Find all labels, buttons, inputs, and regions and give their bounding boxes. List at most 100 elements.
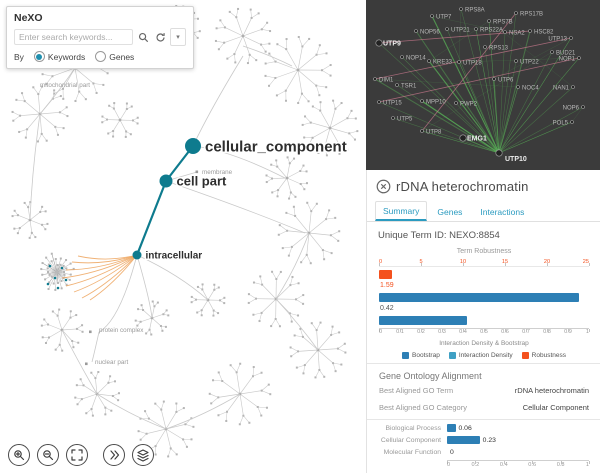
zoom-in-button[interactable] bbox=[8, 444, 30, 466]
gene-node-pol5[interactable] bbox=[570, 120, 574, 124]
gene-node-nop6[interactable] bbox=[581, 105, 585, 109]
gene-label[interactable]: UTP8 bbox=[426, 129, 442, 135]
ontology-node-label-cell-part[interactable]: cell part bbox=[175, 172, 229, 190]
gene-label[interactable]: NOC4 bbox=[522, 85, 539, 91]
refresh-icon[interactable] bbox=[153, 30, 167, 44]
gene-node-utp18[interactable] bbox=[457, 60, 461, 64]
gene-label[interactable]: PWP2 bbox=[460, 101, 478, 107]
gene-node-rps13[interactable] bbox=[483, 45, 487, 49]
gene-label[interactable]: POL5 bbox=[553, 120, 569, 126]
gene-label[interactable]: UTP9 bbox=[383, 40, 401, 47]
fit-view-button[interactable] bbox=[66, 444, 88, 466]
gene-node-kre33[interactable] bbox=[427, 59, 431, 63]
unique-term-id: Unique Term ID: NEXO:8854 bbox=[367, 222, 600, 243]
gene-label[interactable]: RPS8A bbox=[465, 7, 485, 13]
zoom-out-button[interactable] bbox=[37, 444, 59, 466]
gene-label[interactable]: UTP18 bbox=[463, 60, 482, 66]
gene-node-nsa2[interactable] bbox=[503, 30, 507, 34]
gene-label[interactable]: RPS7B bbox=[493, 19, 513, 25]
gene-node-bud21[interactable] bbox=[550, 50, 554, 54]
close-icon[interactable] bbox=[376, 179, 391, 194]
gene-label[interactable]: NOP56 bbox=[420, 29, 440, 35]
tab-interactions[interactable]: Interactions bbox=[472, 201, 533, 221]
gene-label[interactable]: MPP10 bbox=[426, 99, 446, 105]
gene-label[interactable]: NOP1 bbox=[559, 56, 576, 62]
axis-tick bbox=[589, 461, 590, 464]
gene-label[interactable]: DIM1 bbox=[379, 77, 394, 83]
expand-collapse-button[interactable] bbox=[103, 444, 125, 466]
gene-label[interactable]: UTP6 bbox=[498, 77, 514, 83]
gene-node-nan1[interactable] bbox=[571, 85, 575, 89]
gene-node-nop56[interactable] bbox=[414, 29, 418, 33]
gene-node-noc4[interactable] bbox=[516, 85, 520, 89]
gene-label[interactable]: NOP6 bbox=[563, 105, 580, 111]
gene-node-utp5[interactable] bbox=[391, 116, 395, 120]
gene-node-emg1[interactable] bbox=[459, 134, 467, 142]
gene-label[interactable]: UTP15 bbox=[383, 100, 402, 106]
gene-node-pwp2[interactable] bbox=[454, 101, 458, 105]
radio-genes-control[interactable] bbox=[95, 51, 107, 62]
tab-genes[interactable]: Genes bbox=[429, 201, 471, 221]
axis-tick-label: 0.7 bbox=[522, 329, 530, 335]
gene-node-utp22[interactable] bbox=[514, 59, 518, 63]
gene-label[interactable]: UTP5 bbox=[397, 116, 413, 122]
axis-tick bbox=[484, 329, 485, 332]
search-input[interactable] bbox=[14, 29, 133, 45]
gene-node-utp15[interactable] bbox=[377, 100, 381, 104]
gene-node-dim1[interactable] bbox=[373, 77, 377, 81]
gene-label[interactable]: RPS13 bbox=[489, 45, 509, 51]
gene-label[interactable]: UTP13 bbox=[548, 36, 567, 42]
gene-label[interactable]: RPS22A bbox=[480, 27, 503, 33]
dropdown-caret-icon[interactable]: ▾ bbox=[170, 28, 186, 46]
gene-node-utp13[interactable] bbox=[569, 36, 573, 40]
gene-node-rps22a[interactable] bbox=[474, 27, 478, 31]
layers-button[interactable] bbox=[132, 444, 154, 466]
ontology-node-label-cellular-component[interactable]: cellular_component bbox=[204, 137, 349, 157]
gene-label[interactable]: UTP7 bbox=[436, 14, 452, 20]
gene-label[interactable]: UTP10 bbox=[505, 156, 527, 163]
gene-node-utp6[interactable] bbox=[492, 77, 496, 81]
gene-label[interactable]: UTP22 bbox=[520, 59, 539, 65]
gene-label[interactable]: TSR1 bbox=[401, 83, 417, 89]
gene-node-nop1[interactable] bbox=[577, 56, 581, 60]
interaction-network-panel[interactable]: UTP7 RPS8A RPS17B RPS7B NOP56 UTP21 RPS22A NSA2… bbox=[366, 0, 600, 170]
ontology-node-label-intracellular[interactable]: intracellular bbox=[144, 249, 204, 263]
gene-label[interactable]: NSA2 bbox=[509, 30, 525, 36]
gene-label[interactable]: KRE33 bbox=[433, 59, 453, 65]
tab-summary[interactable]: Summary bbox=[375, 201, 428, 221]
gene-label[interactable]: HSC82 bbox=[534, 29, 554, 35]
gene-label[interactable]: RPS17B bbox=[520, 11, 543, 17]
gene-node-utp21[interactable] bbox=[445, 27, 449, 31]
axis-tick bbox=[547, 263, 548, 266]
gene-label[interactable]: NAN1 bbox=[553, 85, 570, 91]
gene-label[interactable]: NOP14 bbox=[406, 55, 426, 61]
gene-node-rps7b[interactable] bbox=[487, 19, 491, 23]
ontology-node-intracellular[interactable] bbox=[132, 250, 142, 260]
ontology-node-cell-part[interactable] bbox=[159, 174, 173, 188]
radio-keywords[interactable]: Keywords bbox=[33, 51, 85, 62]
gene-node-utp8[interactable] bbox=[420, 129, 424, 133]
gene-node-rps17b[interactable] bbox=[514, 11, 518, 15]
gene-node-nop14[interactable] bbox=[400, 55, 404, 59]
gene-label[interactable]: EMG1 bbox=[467, 135, 487, 142]
gene-node-tsr1[interactable] bbox=[395, 83, 399, 87]
radio-genes[interactable]: Genes bbox=[95, 51, 134, 62]
gene-label[interactable]: UTP21 bbox=[451, 27, 470, 33]
gene-node-utp10[interactable] bbox=[495, 149, 503, 157]
gene-node-mpp10[interactable] bbox=[420, 99, 424, 103]
gene-node-hsc82[interactable] bbox=[528, 29, 532, 33]
axis-tick-label: 0 bbox=[447, 462, 451, 468]
gene-label[interactable]: BUD21 bbox=[556, 50, 576, 56]
gene-node-utp9[interactable] bbox=[375, 39, 383, 47]
radio-keywords-control[interactable] bbox=[33, 51, 45, 62]
search-icon[interactable] bbox=[136, 30, 150, 44]
interaction-network-svg[interactable]: UTP7 RPS8A RPS17B RPS7B NOP56 UTP21 RPS22A NSA2… bbox=[366, 0, 600, 170]
gene-node-utp7[interactable] bbox=[430, 14, 434, 18]
gene-node-rps8a[interactable] bbox=[459, 7, 463, 11]
ontology-node-cellular-component[interactable] bbox=[185, 138, 201, 154]
